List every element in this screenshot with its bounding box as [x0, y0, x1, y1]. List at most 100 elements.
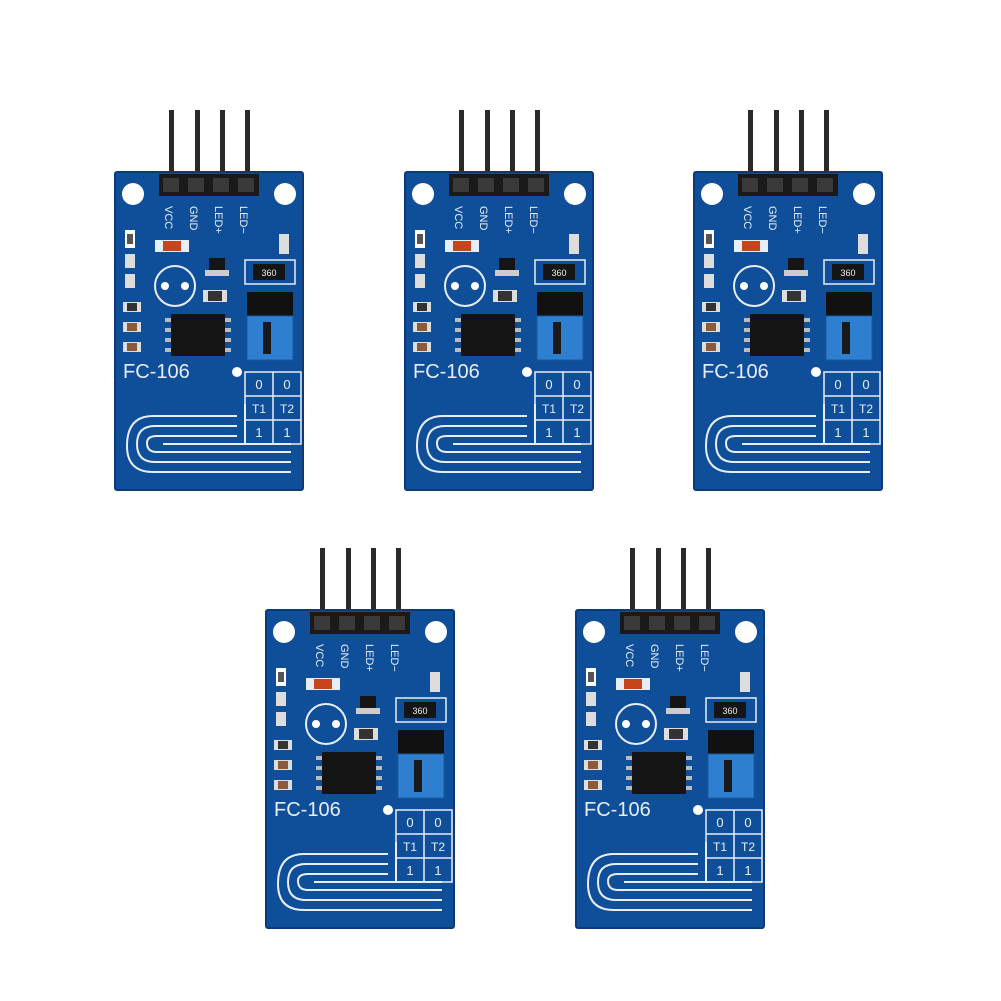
mounting-hole — [274, 183, 296, 205]
pin-label: VCC — [452, 206, 464, 229]
touch-pad-trace — [704, 404, 870, 473]
touch-pad-trace — [586, 842, 752, 911]
jumper-block — [536, 315, 584, 361]
mounting-hole — [735, 621, 757, 643]
jumper-black — [826, 292, 872, 316]
jumper-table-label: T1 — [252, 402, 266, 416]
touch-sensor-pad — [444, 265, 486, 307]
mounting-hole — [425, 621, 447, 643]
smd-components-left — [702, 230, 720, 352]
jumper-table-label: 1 — [862, 425, 869, 440]
touch-sensor-pad — [733, 265, 775, 307]
jumper-black — [247, 292, 293, 316]
header-pins — [320, 548, 401, 618]
jumper-table-label: 0 — [834, 377, 841, 392]
mounting-hole — [583, 621, 605, 643]
header-pins — [748, 110, 829, 180]
jumper-black — [708, 730, 754, 754]
model-label: FC-106 — [123, 361, 190, 383]
pin-label: LED+ — [363, 644, 375, 672]
pin-label: VCC — [162, 206, 174, 229]
jumper-table-label: T2 — [741, 840, 755, 854]
transistor — [784, 258, 808, 276]
header-pins — [459, 110, 540, 180]
jumper-table-label: 0 — [573, 377, 580, 392]
jumper-table-label: 0 — [434, 815, 441, 830]
jumper-table-label: T1 — [831, 402, 845, 416]
pin-labels: VCC GND LED+ LED− — [741, 206, 828, 234]
mounting-hole — [701, 183, 723, 205]
pin-label: LED− — [698, 644, 710, 672]
header-pins — [169, 110, 250, 180]
touch-pad-trace — [415, 404, 581, 473]
pin-label: LED− — [816, 206, 828, 234]
resistor — [543, 264, 575, 280]
jumper-table-label: 1 — [834, 425, 841, 440]
jumper-table-label: T2 — [570, 402, 584, 416]
pin-header — [159, 174, 259, 196]
resistor-label: 360 — [840, 268, 855, 278]
transistor — [666, 696, 690, 714]
jumper-block — [397, 753, 445, 799]
touch-dimmer-module-2: VCC GND LED+ LED− 360 — [403, 110, 595, 491]
jumper-table-label: T1 — [713, 840, 727, 854]
resistor — [253, 264, 285, 280]
pcb-board: VCC GND LED+ LED− 360 — [575, 548, 765, 929]
resistor-label: 360 — [261, 268, 276, 278]
jumper-block — [825, 315, 873, 361]
jumper-table-label: 1 — [406, 863, 413, 878]
transistor — [356, 696, 380, 714]
jumper-table-label: 0 — [545, 377, 552, 392]
jumper-black — [537, 292, 583, 316]
pin-label: LED− — [237, 206, 249, 234]
mounting-hole — [564, 183, 586, 205]
resistor — [714, 702, 746, 718]
transistor — [495, 258, 519, 276]
touch-pad-trace — [276, 842, 442, 911]
mounting-hole — [853, 183, 875, 205]
pin-label: LED+ — [502, 206, 514, 234]
smd-components-left — [584, 668, 602, 790]
pin-label: LED− — [527, 206, 539, 234]
model-label: FC-106 — [413, 361, 480, 383]
jumper-table-label: 0 — [716, 815, 723, 830]
touch-dimmer-module-4: VCC GND LED+ LED− 360 — [264, 548, 456, 929]
jumper-table-label: 0 — [255, 377, 262, 392]
mounting-hole — [122, 183, 144, 205]
transistor — [205, 258, 229, 276]
model-label: FC-106 — [702, 361, 769, 383]
jumper-table-label: 1 — [283, 425, 290, 440]
resistor — [404, 702, 436, 718]
jumper-black — [398, 730, 444, 754]
pin-label: VCC — [313, 644, 325, 667]
resistor — [832, 264, 864, 280]
jumper-table-label: T2 — [280, 402, 294, 416]
jumper-table-label: 1 — [434, 863, 441, 878]
jumper-table-label: 1 — [744, 863, 751, 878]
touch-dimmer-module-5: VCC GND LED+ LED− 360 — [574, 548, 766, 929]
pin-label: GND — [338, 644, 350, 669]
jumper-table-label: T2 — [859, 402, 873, 416]
touch-sensor-pad — [305, 703, 347, 745]
pin-header — [310, 612, 410, 634]
pin-label: VCC — [623, 644, 635, 667]
ic-chip — [744, 314, 810, 356]
resistor-label: 360 — [722, 706, 737, 716]
jumper-table-label: T1 — [403, 840, 417, 854]
pcb-board: VCC GND LED+ LED− 360 — [265, 548, 455, 929]
model-label: FC-106 — [584, 799, 651, 821]
pin-label: LED+ — [673, 644, 685, 672]
pin-labels: VCC GND LED+ LED− — [623, 644, 710, 672]
pin-label: GND — [187, 206, 199, 231]
touch-dimmer-module-3: VCC GND LED+ LED− 360 — [692, 110, 884, 491]
resistor-label: 360 — [551, 268, 566, 278]
smd-components-left — [274, 668, 292, 790]
pin-label: LED+ — [791, 206, 803, 234]
pin-labels: VCC GND LED+ LED− — [162, 206, 249, 234]
jumper-table-label: 0 — [862, 377, 869, 392]
jumper-block — [246, 315, 294, 361]
pin-label: GND — [477, 206, 489, 231]
jumper-table-label: T1 — [542, 402, 556, 416]
pcb-board: VCC GND LED+ LED− 360 — [404, 110, 594, 491]
pin-labels: VCC GND LED+ LED− — [313, 644, 400, 672]
